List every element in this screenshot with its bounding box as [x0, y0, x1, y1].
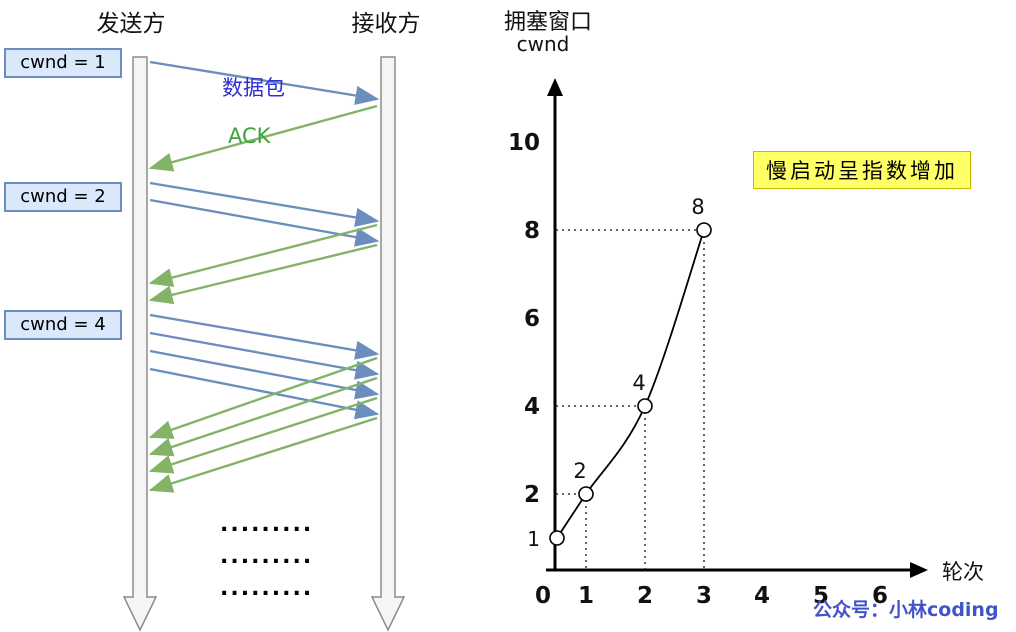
point-value-label: 4 [632, 371, 645, 395]
packet-arrows [149, 60, 380, 420]
chart-subtitle: cwnd [516, 32, 570, 56]
x-axis-label: 轮次 [942, 560, 984, 584]
data-point [696, 222, 712, 238]
cwnd-box-1: cwnd = 1 [4, 48, 122, 78]
chart-title: 拥塞窗口 [503, 10, 592, 35]
x-tick-label: 1 [578, 583, 594, 609]
x-tick-label: 0 [535, 583, 551, 609]
y-tick-label: 8 [524, 218, 540, 244]
continuation-dots: ......... [220, 512, 314, 537]
x-tick-label: 3 [696, 583, 712, 609]
sender-label: 发送方 [96, 11, 166, 37]
point-value-label: 2 [573, 459, 586, 483]
x-tick-label: 2 [637, 583, 653, 609]
x-axis-arrowhead [910, 562, 928, 578]
y-tick-label: 1 [527, 527, 540, 551]
cwnd-box-2: cwnd = 2 [4, 182, 122, 212]
receiver-lifeline [370, 56, 406, 632]
y-tick-label: 4 [524, 394, 540, 420]
ack-arrows [148, 104, 378, 493]
continuation-dots: ......... [220, 576, 314, 601]
data-point [637, 398, 653, 414]
growth-curve [556, 229, 705, 539]
packet-label: 数据包 [222, 76, 285, 100]
chart-axes [546, 78, 928, 578]
cwnd-box-3: cwnd = 4 [4, 310, 122, 340]
y-tick-label: 10 [508, 130, 540, 156]
point-value-label: 8 [691, 195, 704, 219]
ack-label: ACK [228, 124, 271, 148]
y-tick-label: 2 [524, 482, 540, 508]
y-axis-arrowhead [547, 78, 563, 96]
x-tick-label: 4 [754, 583, 770, 609]
x-tick-label: 5 [813, 583, 829, 609]
slow-start-annotation: 慢启动呈指数增加 [753, 151, 971, 189]
watermark: 公众号：小林coding [813, 599, 999, 621]
data-point [578, 486, 594, 502]
data-point [549, 530, 565, 546]
receiver-label: 接收方 [351, 11, 421, 37]
y-tick-label: 6 [524, 306, 540, 332]
sender-lifeline [122, 56, 158, 632]
continuation-dots: ......... [220, 544, 314, 569]
x-tick-label: 6 [872, 583, 888, 609]
